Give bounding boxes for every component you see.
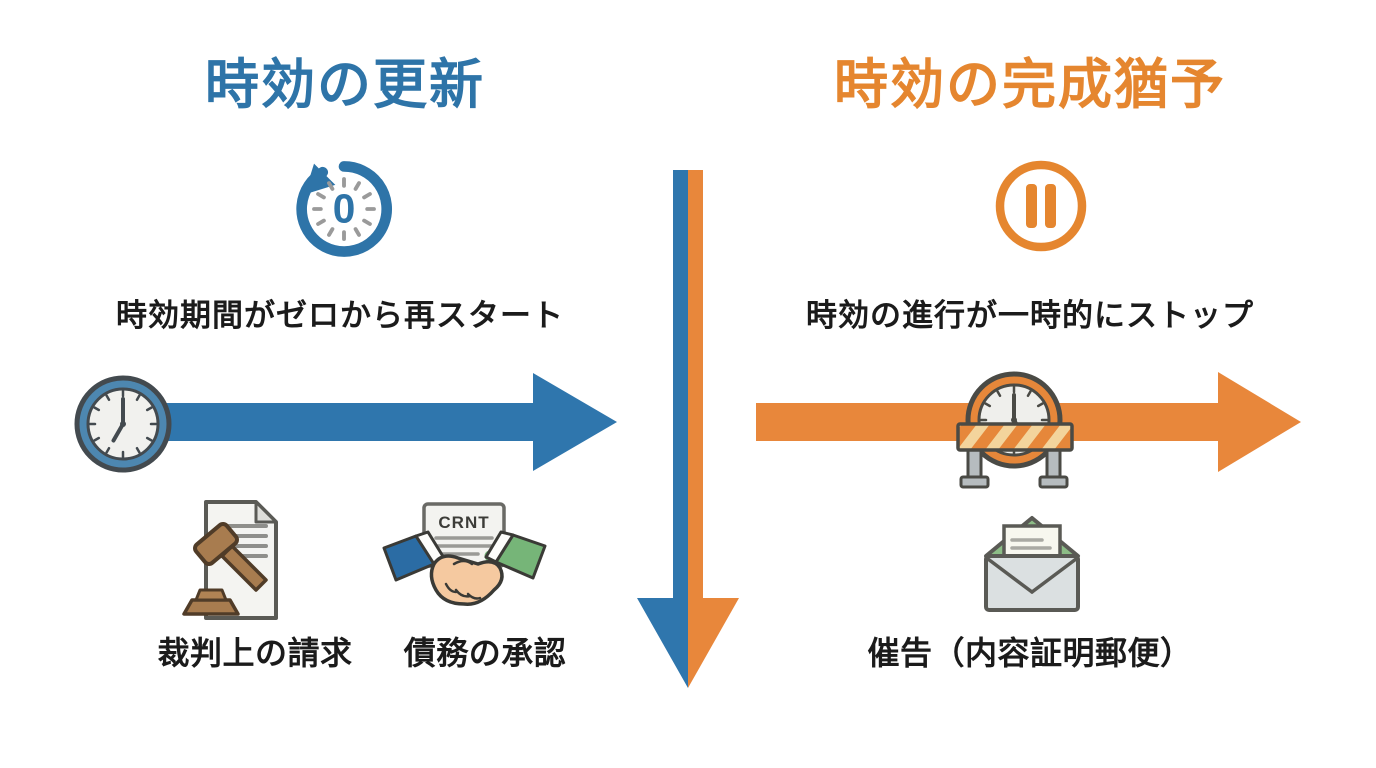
left-item-label-judicial-claim: 裁判上の請求: [157, 635, 353, 671]
reset-arrowhead: [304, 163, 336, 195]
barrier-stripes: [958, 424, 1072, 450]
divider-orange-half: [688, 170, 739, 688]
reset-zero-label: 0: [333, 186, 356, 232]
envelope-fold-lines: [986, 557, 1078, 594]
clasped-hands: [429, 554, 504, 606]
reset-clock-icon-svg: 0: [296, 161, 392, 257]
reset-tick-marks: [312, 177, 376, 241]
right-section-title: 時効の完成猶予: [834, 55, 1226, 115]
open-envelope-icon: [978, 512, 1086, 618]
left-timeline-shaft: [123, 403, 533, 441]
clock-icon: [74, 375, 172, 473]
pause-bar-left: [1026, 184, 1037, 228]
reset-arc: [296, 161, 392, 257]
reset-clock-icon: 0: [286, 148, 402, 270]
right-timeline: [756, 362, 1304, 494]
envelope-body: [984, 554, 1080, 612]
gavel-sound-block-top: [194, 588, 228, 602]
document-folded-corner: [254, 500, 278, 524]
barrier-left-foot: [959, 475, 990, 489]
barrier-icon: [956, 422, 1074, 489]
pause-circle: [995, 160, 1087, 252]
divider-blue-half: [637, 170, 688, 688]
gavel-head: [193, 521, 239, 567]
right-item-label-demand-notice: 催告（内容証明郵便）: [867, 635, 1193, 671]
down-arrow-divider: [637, 170, 739, 688]
handshake-icon: CRNT: [382, 502, 547, 630]
barrier-right-foot: [1038, 475, 1069, 489]
right-subtitle: 時効の進行が一時的にストップ: [806, 298, 1254, 333]
gavel-sound-block: [182, 598, 240, 616]
right-cuff: [484, 530, 515, 564]
barrier-bar-outline: [956, 422, 1074, 452]
right-timeline-arrowhead: [1218, 372, 1301, 472]
left-subtitle: 時効期間がゼロから再スタート: [116, 298, 564, 333]
left-timeline-arrowhead: [533, 373, 617, 471]
left-section-title: 時効の更新: [205, 55, 485, 115]
left-timeline: [60, 366, 625, 481]
left-item-label-debt-acknowledgement: 債務の承認: [403, 635, 567, 671]
gavel-document-icon: [172, 498, 292, 626]
pause-icon: [991, 156, 1091, 256]
clock-hour-hand: [111, 422, 125, 443]
barrier-left-leg: [966, 445, 983, 481]
clock-tick-marks: [88, 389, 158, 459]
agreement-document-title: CRNT: [438, 513, 489, 532]
hand-finger-lines: [444, 559, 482, 600]
pause-bar-right: [1045, 184, 1056, 228]
barrier-right-leg: [1045, 445, 1062, 481]
